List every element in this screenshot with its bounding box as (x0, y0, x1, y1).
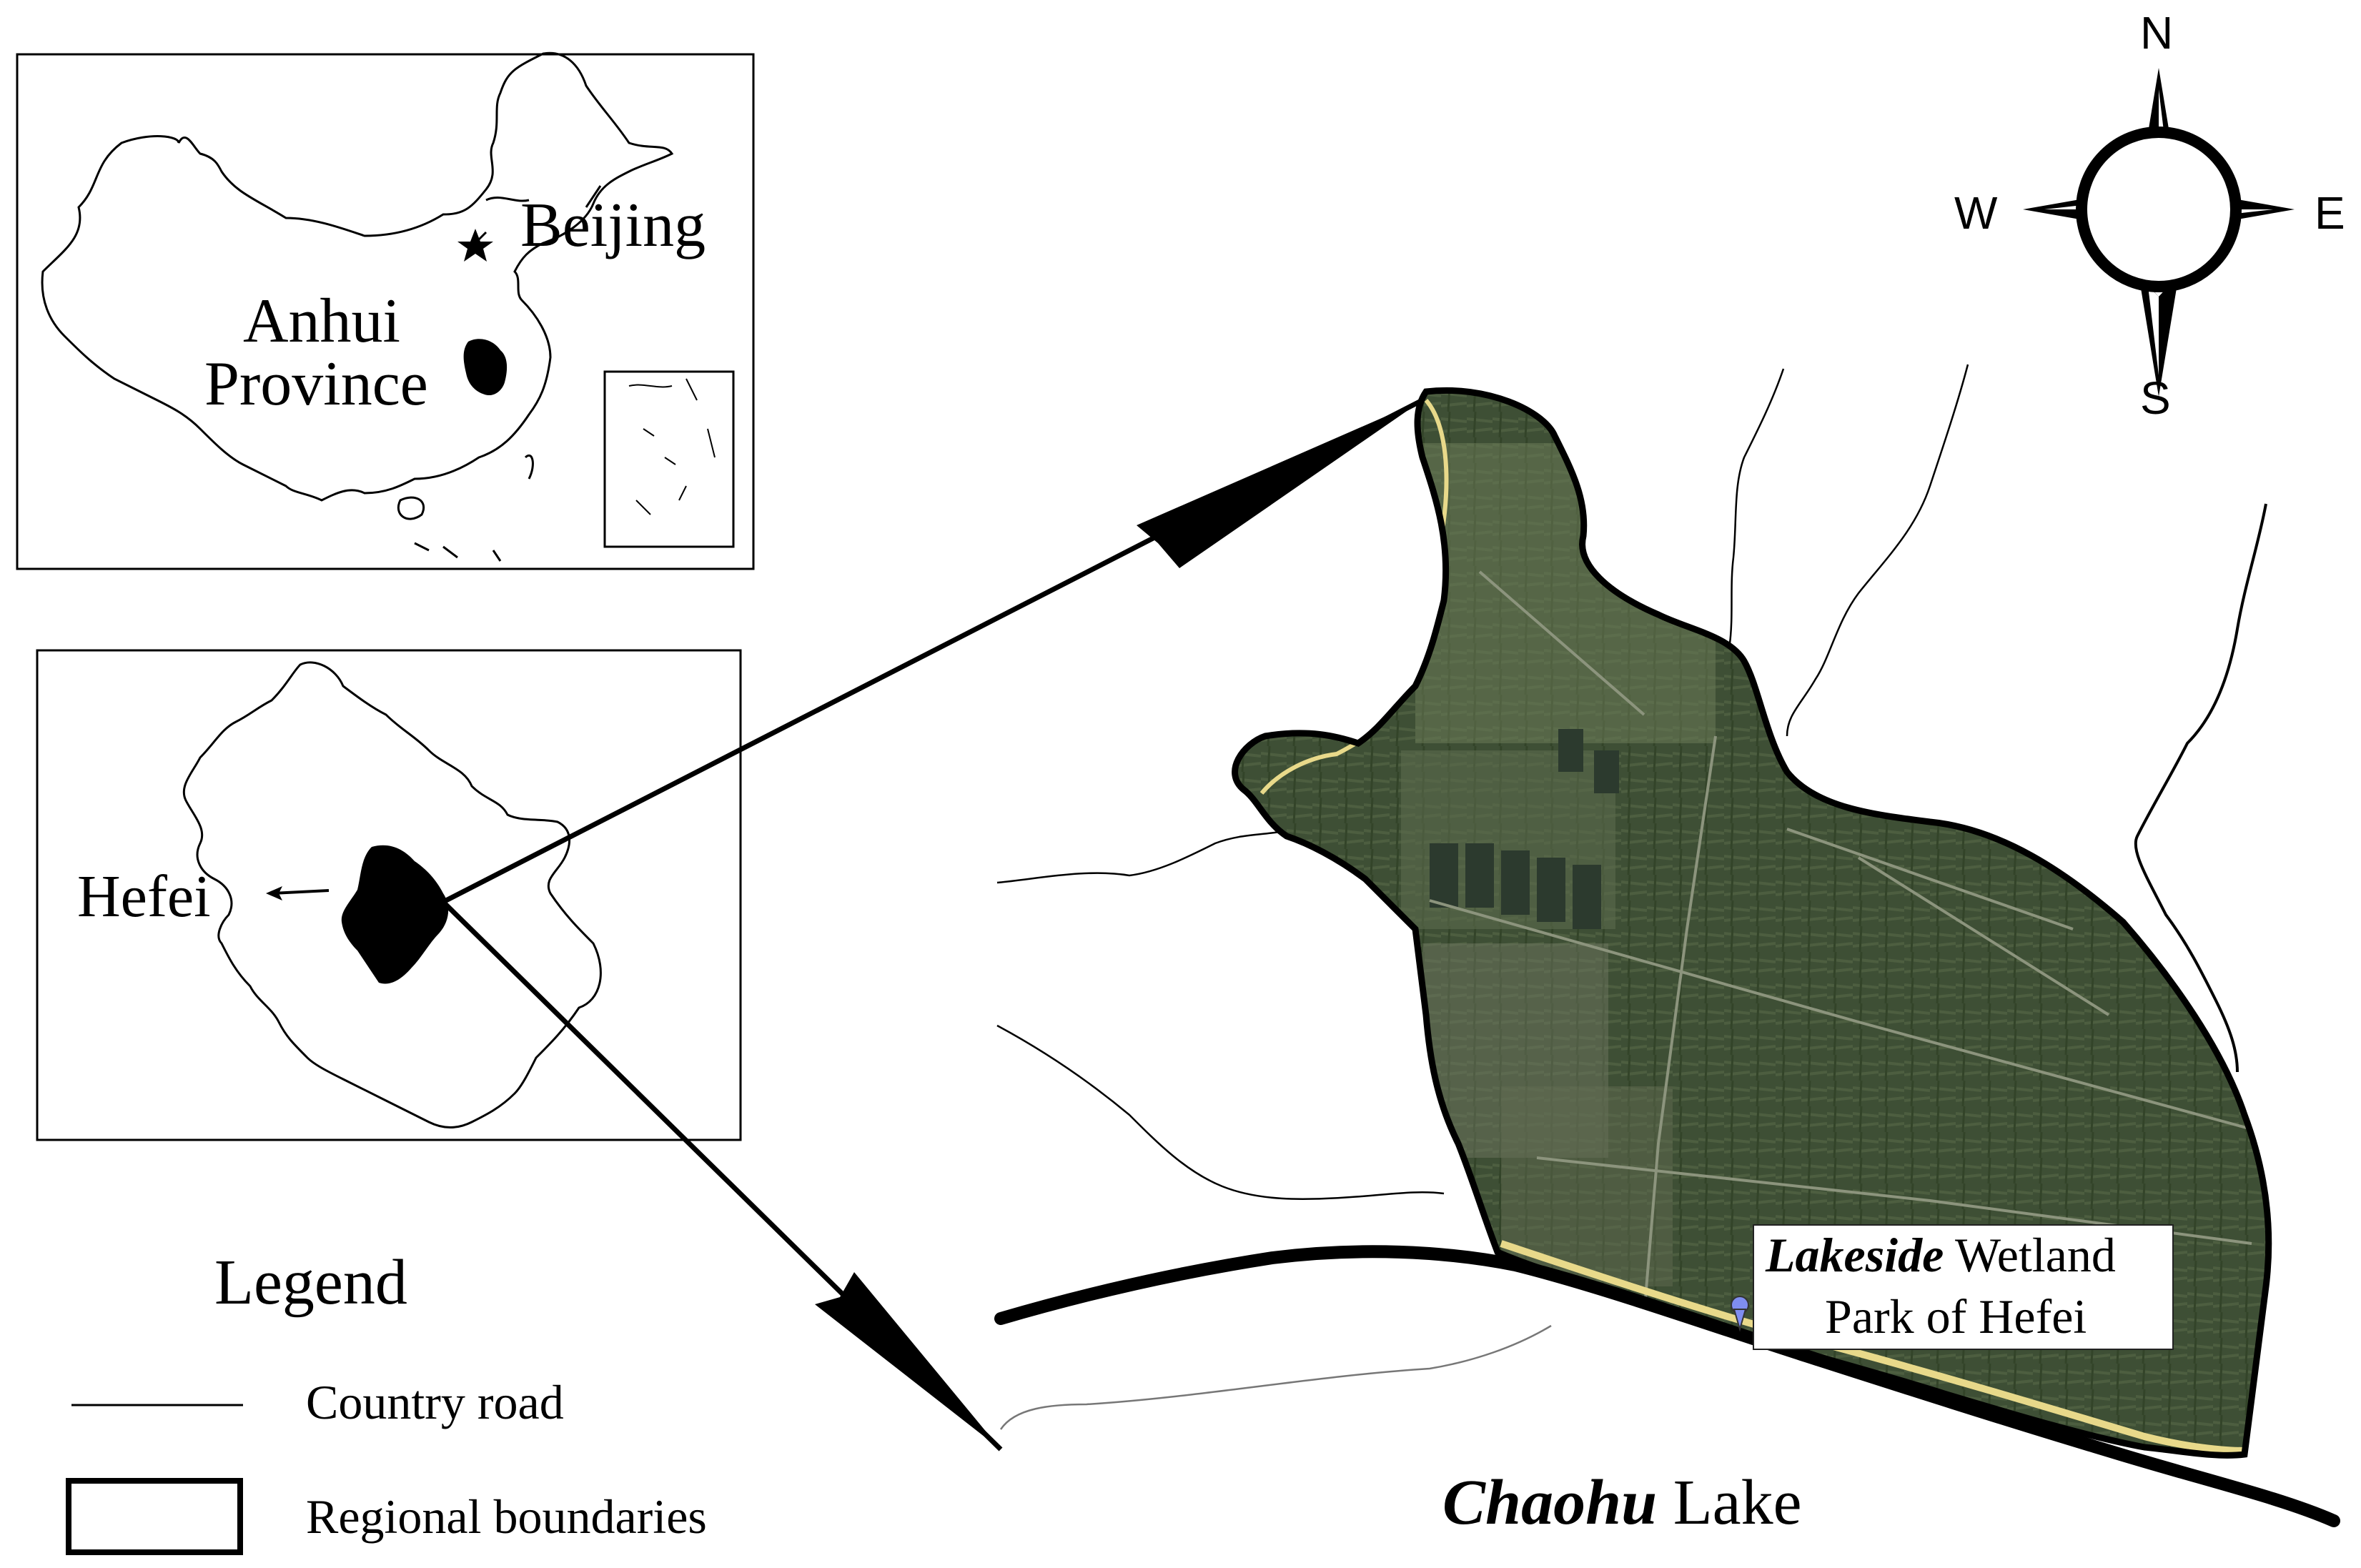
hefei-pointer-arrowhead (266, 886, 282, 900)
zoom-arrow-upper-head (1137, 400, 1422, 568)
south-sea-islands (628, 378, 716, 515)
country-road-north-1 (1728, 368, 1785, 644)
zoom-arrow-lower-head (815, 1272, 1001, 1449)
legend-title: Legend (214, 1247, 407, 1318)
taiwan-island (524, 455, 534, 480)
hainan-island (397, 496, 425, 520)
china-outline (41, 51, 674, 502)
south-sea-inset-frame (603, 370, 735, 548)
compass-east-label: E (2315, 187, 2345, 239)
shore-road (1500, 1240, 2245, 1454)
hefei-pointer (271, 889, 330, 895)
compass-south-label: S (2140, 372, 2171, 424)
anhui-inset-frame (36, 649, 742, 1141)
park-label-box (1753, 1224, 2174, 1350)
anhui-label: Anhui (243, 287, 400, 356)
anhui-highlight (463, 339, 508, 396)
park-name-italic: Lakeside (1766, 1228, 1944, 1282)
legend-boundary-symbol (66, 1478, 243, 1555)
compass-west-label: W (1954, 187, 1998, 239)
country-road-north-2 (1786, 364, 1969, 737)
hefei-region (341, 845, 449, 984)
country-road-west-1 (996, 828, 1295, 884)
park-name-line1-rest: Wetland (1955, 1228, 2116, 1282)
anhui-outline (182, 661, 602, 1128)
lake-name-italic: Chaohu (1442, 1467, 1658, 1538)
country-road-east (2134, 503, 2267, 1073)
country-road-west-2 (996, 1024, 1445, 1201)
beijing-star-icon (457, 229, 493, 262)
chaohu-shoreline (994, 1245, 2340, 1527)
province-label: Province (204, 349, 428, 419)
park-location-marker-icon (1731, 1296, 1749, 1332)
legend-road-label: Country road (306, 1375, 564, 1429)
korea-coast (585, 185, 602, 208)
compass-north-label: N (2140, 7, 2174, 59)
china-inset-frame (16, 53, 755, 570)
hefei-label: Hefei (77, 863, 211, 930)
south-sea-islets (414, 542, 502, 562)
legend-boundary-label: Regional boundaries (306, 1489, 707, 1544)
beijing-label: Beijing (520, 191, 706, 260)
park-label-line2: Park of Hefei (1825, 1289, 2087, 1344)
park-label-line1: Lakeside Wetland (1766, 1231, 2116, 1279)
bohai-coast (485, 197, 530, 202)
chaohu-lake-label: Chaohu Lake (1442, 1471, 1802, 1535)
country-road-south (999, 1324, 1552, 1430)
compass-rose-icon (2023, 68, 2295, 397)
lake-name-rest: Lake (1673, 1467, 1802, 1538)
